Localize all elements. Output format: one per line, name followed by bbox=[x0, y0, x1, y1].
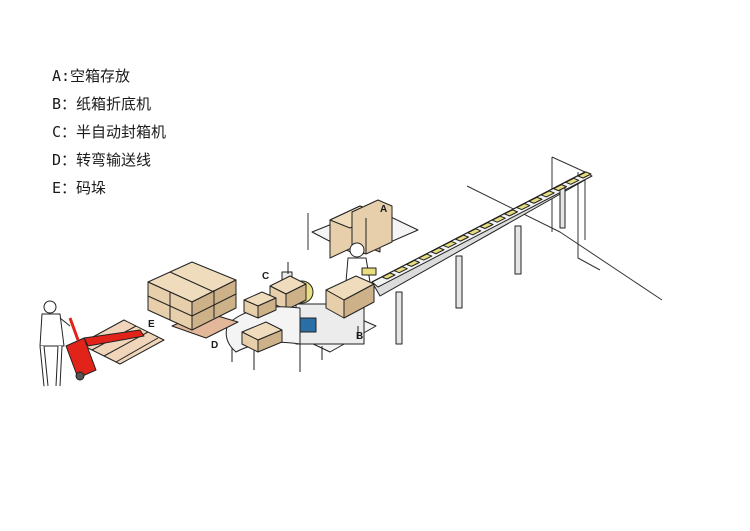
pallet-truck bbox=[65, 317, 165, 381]
marker-d: D bbox=[211, 340, 218, 351]
pallet-stack bbox=[147, 261, 239, 339]
product-box bbox=[577, 171, 592, 179]
product-box bbox=[406, 259, 420, 267]
product-box bbox=[540, 190, 555, 198]
marker-a: A bbox=[380, 204, 387, 215]
product-box bbox=[479, 222, 494, 229]
product-box bbox=[565, 177, 580, 185]
product-box bbox=[491, 215, 506, 223]
case-erector-machine bbox=[279, 275, 377, 372]
case-sealer bbox=[269, 262, 314, 311]
marker-e: E bbox=[148, 319, 155, 330]
legend: A:空箱存放 B：纸箱折底机 C：半自动封箱机 D：转弯输送线 E：码垛 bbox=[52, 62, 166, 202]
marker-b: B bbox=[356, 331, 363, 342]
product-box bbox=[467, 228, 482, 236]
product-box bbox=[430, 247, 445, 255]
station-markers: A B C D E bbox=[148, 204, 387, 351]
product-box bbox=[381, 272, 396, 280]
product-box bbox=[393, 266, 408, 274]
inclined-conveyor bbox=[371, 171, 593, 345]
product-box bbox=[455, 234, 469, 242]
product-box bbox=[528, 196, 543, 204]
operator-a bbox=[345, 242, 377, 303]
legend-item-d: D：转弯输送线 bbox=[52, 151, 152, 169]
product-box bbox=[442, 240, 457, 248]
legend-item-a: A:空箱存放 bbox=[52, 67, 131, 85]
legend-item-e: E：码垛 bbox=[52, 179, 107, 197]
marker-c: C bbox=[262, 271, 269, 282]
product-box bbox=[553, 184, 567, 192]
legend-item-b: B：纸箱折底机 bbox=[52, 95, 152, 113]
product-box bbox=[504, 209, 518, 217]
conveyor-products bbox=[381, 171, 592, 280]
legend-item-c: C：半自动封箱机 bbox=[52, 123, 167, 141]
product-box bbox=[516, 203, 531, 211]
worker bbox=[39, 300, 71, 387]
empty-carton-storage bbox=[311, 199, 419, 259]
product-box bbox=[418, 253, 433, 261]
turning-conveyor bbox=[225, 291, 301, 370]
